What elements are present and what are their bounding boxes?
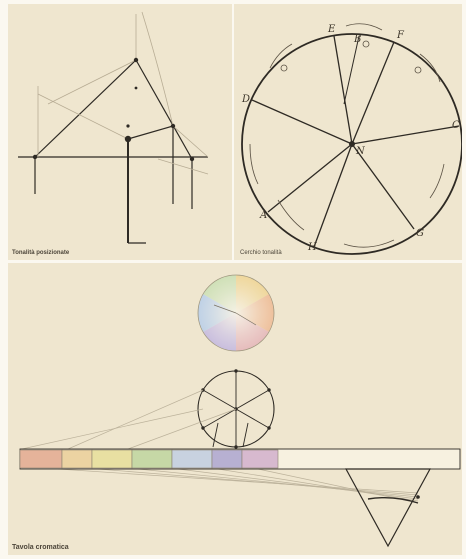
wheel-letter-3: F xyxy=(396,30,405,41)
ornament-4 xyxy=(430,164,444,198)
vertex-upper xyxy=(135,87,138,90)
wheel-letter-5: H xyxy=(307,242,317,253)
ornament-2 xyxy=(346,24,382,30)
hex-spoke-3 xyxy=(236,409,269,428)
spoke-c xyxy=(352,126,459,144)
vertex-inner xyxy=(126,124,129,127)
hex-spoke-5 xyxy=(203,409,236,428)
wheel-letter-1: D xyxy=(241,94,250,105)
center-point xyxy=(349,141,355,147)
ornament-ring-3 xyxy=(363,41,369,47)
hex-point-2 xyxy=(267,388,270,391)
swatch-6 xyxy=(242,450,278,468)
triangle-diagram xyxy=(8,4,232,260)
triangle-edge-right xyxy=(136,60,192,159)
panel-circle: E D C F G H A B N Cerchio tonalità xyxy=(234,4,462,260)
ornament-5 xyxy=(344,240,394,247)
ornament-7 xyxy=(250,144,258,184)
inner-line xyxy=(128,126,173,139)
guide-curve xyxy=(142,12,173,126)
vertex-plumb xyxy=(125,136,131,142)
hex-point-1 xyxy=(234,369,237,372)
hex-point-3 xyxy=(267,426,270,429)
wheel-letter-6: A xyxy=(259,210,267,221)
swatch-2 xyxy=(92,450,132,468)
caption-circle: Cerchio tonalità xyxy=(240,250,282,256)
hex-leg-2 xyxy=(243,423,248,447)
guide-diag-1 xyxy=(38,94,128,139)
lower-triangle xyxy=(346,469,430,546)
swatch-strip xyxy=(20,449,460,469)
spoke-f xyxy=(352,42,394,144)
wheel-letter-0: E xyxy=(327,24,336,35)
vertex-mid xyxy=(171,124,175,128)
swatch-4 xyxy=(172,450,212,468)
panel-triangle: Tonalità posizionate xyxy=(8,4,232,260)
guide-diag-3 xyxy=(173,126,208,157)
wheel-letter-4: G xyxy=(416,228,424,239)
lower-triangle-point xyxy=(416,495,420,499)
circle-diagram: E D C F G H A B N xyxy=(234,4,462,260)
triangle-edge-left xyxy=(35,60,136,157)
ornament-6 xyxy=(278,200,304,230)
hex-spoke-6 xyxy=(203,390,236,409)
swatch-3 xyxy=(132,450,172,468)
caption-triangle: Tonalità posizionate xyxy=(12,250,69,256)
ornament-ring-2 xyxy=(415,67,421,73)
color-table-diagram xyxy=(8,263,462,555)
hex-leg-1 xyxy=(213,423,218,447)
hex-spoke-2 xyxy=(236,390,269,409)
swatch-1 xyxy=(62,450,92,468)
spoke-d xyxy=(252,100,352,144)
swatch-5 xyxy=(212,450,242,468)
hex-point-5 xyxy=(201,426,204,429)
lower-triangle-shape xyxy=(346,469,430,546)
hex-point-4 xyxy=(234,445,237,448)
spoke-e xyxy=(334,36,352,144)
guide-diag-4 xyxy=(158,159,208,174)
vertex-left xyxy=(33,155,37,159)
panel-color-table: Tavola cromatica xyxy=(8,263,462,555)
vertex-top xyxy=(134,58,138,62)
guide-diag-2 xyxy=(48,60,136,104)
projection-lines xyxy=(22,390,418,503)
wheel-letter-7: B xyxy=(353,34,361,45)
spoke-b xyxy=(344,36,359,104)
wheel-letter-2: C xyxy=(452,120,460,131)
ornament-1 xyxy=(270,44,292,68)
color-wheel-icon xyxy=(198,275,274,351)
caption-color-table: Tavola cromatica xyxy=(12,544,69,551)
ornament-ring-1 xyxy=(281,65,287,71)
lower-triangle-arc xyxy=(368,498,418,503)
vertex-right xyxy=(190,157,194,161)
swatch-0 xyxy=(20,450,62,468)
ornament-3 xyxy=(420,54,440,82)
wheel-center-letter: N xyxy=(355,146,366,157)
